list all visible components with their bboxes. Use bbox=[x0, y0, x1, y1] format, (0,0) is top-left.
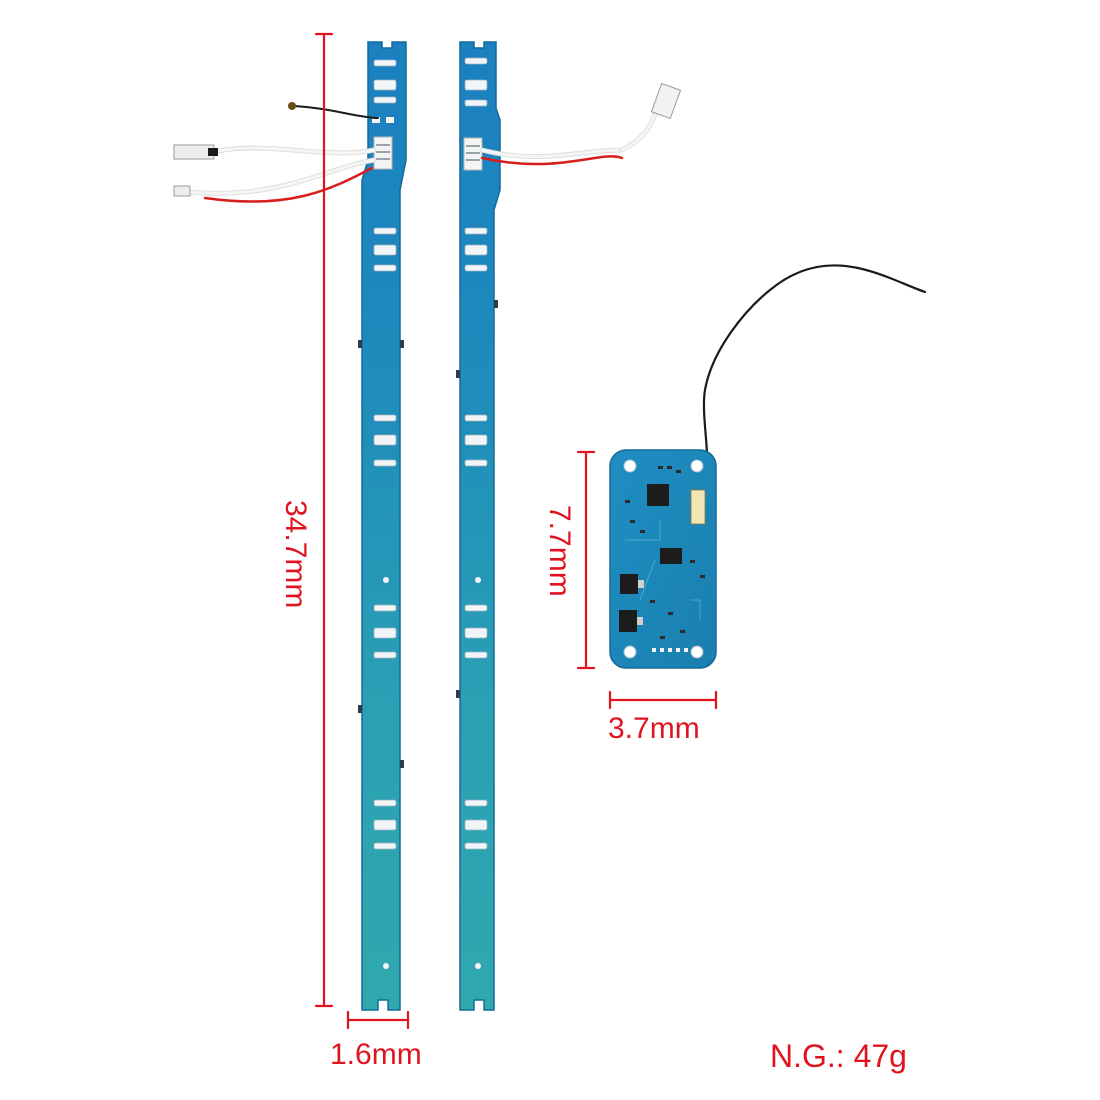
strip-width-label: 1.6mm bbox=[330, 1038, 422, 1071]
dimension-lines bbox=[314, 32, 718, 1030]
board-height-label: 7.7mm bbox=[543, 505, 576, 597]
right-bms-strip bbox=[456, 41, 501, 1011]
board-width-label: 3.7mm bbox=[608, 712, 700, 745]
net-weight-label: N.G.: 47g bbox=[770, 1038, 907, 1074]
wire-harness bbox=[173, 82, 927, 500]
strip-length-label: 34.7mm bbox=[279, 500, 312, 609]
left-bms-strip bbox=[358, 41, 407, 1011]
small-bms-board bbox=[609, 449, 717, 669]
